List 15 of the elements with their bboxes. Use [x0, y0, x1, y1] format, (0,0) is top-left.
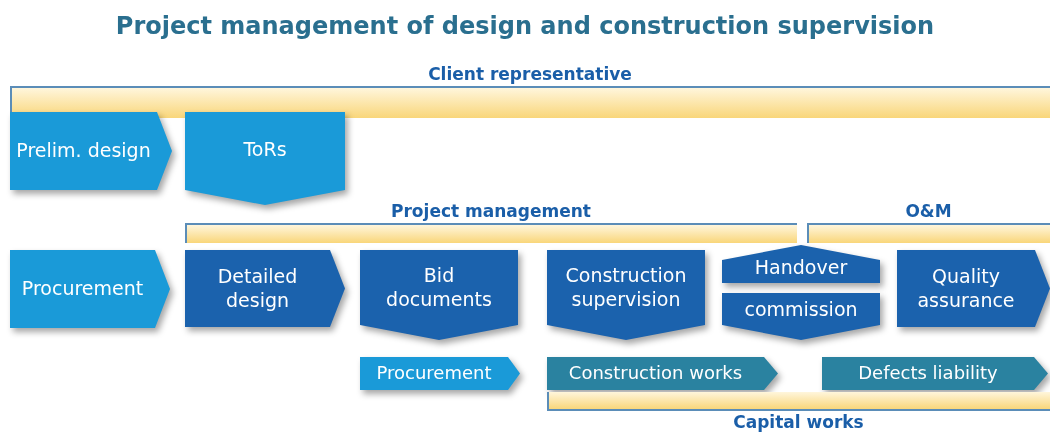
- process-step: Defects liability: [822, 357, 1048, 390]
- diagram-title: Project management of design and construction supervision: [114, 12, 936, 40]
- phase-band: O&M: [807, 199, 1050, 243]
- process-step: Construction works: [547, 357, 778, 390]
- process-step: ToRs: [185, 112, 345, 205]
- process-step: commission: [722, 293, 880, 340]
- process-step: Handover: [722, 245, 880, 283]
- process-step: Construction supervision: [547, 250, 705, 340]
- phase-band: Capital works: [547, 392, 1050, 433]
- process-step: Quality assurance: [897, 250, 1050, 327]
- process-step: Procurement: [360, 357, 520, 390]
- process-step: Prelim. design: [10, 112, 172, 190]
- process-step: Detailed design: [185, 250, 345, 327]
- process-step: Procurement: [10, 250, 170, 328]
- process-step: Bid documents: [360, 250, 518, 340]
